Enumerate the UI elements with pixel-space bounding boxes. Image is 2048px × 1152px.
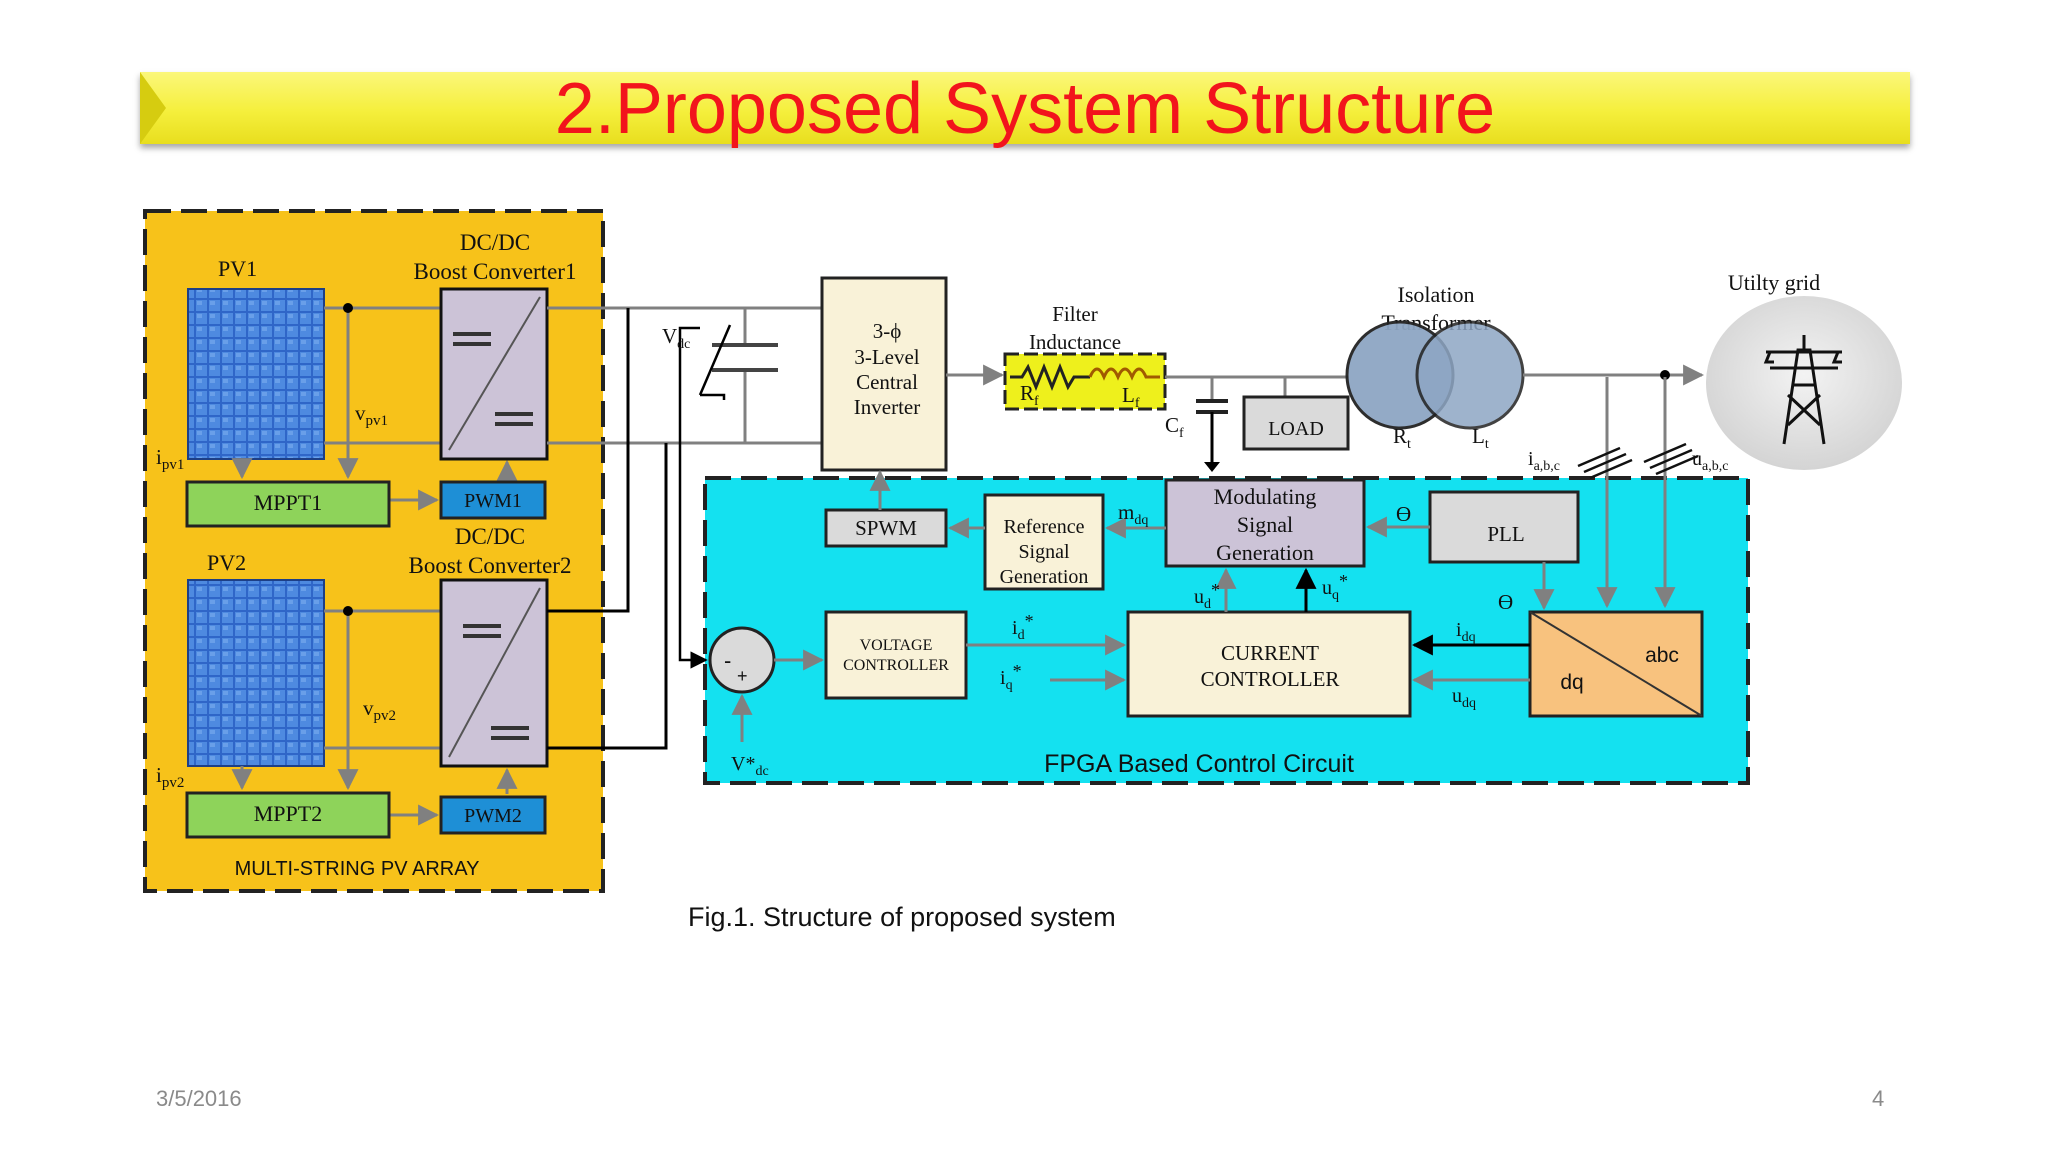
voltage-controller-line2: CONTROLLER [843,657,949,674]
current-controller-box [1126,610,1412,718]
title-band-arrow [140,72,166,144]
title-band: 2.Proposed System Structure [140,69,1910,149]
transformer-title-line1: Isolation [1398,282,1475,307]
reference-label-line2: Signal [1018,541,1070,563]
vpv1-label: vpv1 [355,401,388,429]
reference-signal-box [983,493,1105,591]
pv2-panel-icon [187,579,325,767]
slide-title: 2.Proposed System Structure [554,69,1496,149]
converter2-title-line1: DC/DC [455,524,525,549]
udq-label: udq [1452,685,1476,711]
transmission-tower-icon [1763,335,1842,445]
control-region-label: FPGA Based Control Circuit [1044,750,1354,778]
pwm1-box [439,480,547,520]
spwm-box [824,508,948,548]
converter1-box [439,287,549,461]
dc-link-capacitor-icon [712,343,778,372]
ud-star-label: ud* [1194,580,1220,612]
inverter-label-line2: 3-Level [854,345,919,369]
modulating-label-line2: Signal [1237,512,1293,537]
pwm2-box [439,795,547,835]
abc-label: abc [1645,644,1679,667]
filter-inductance-box [1003,352,1167,411]
abc-dq-transform-box [1528,610,1704,718]
iabc-label: ia,b,c [1528,448,1560,474]
iq-star-label: iq* [1000,661,1022,693]
lt-label: Lt [1472,424,1489,452]
vpv2-label: vpv2 [363,696,396,724]
mppt1-box [185,480,391,528]
uq-star-label: uq* [1322,571,1348,603]
footer-date: 3/5/2016 [156,1086,242,1111]
dq-label: dq [1560,671,1583,694]
ipv2-label: ipv2 [156,763,184,791]
grid-label: Utilty grid [1728,270,1820,295]
idq-label: idq [1456,619,1476,645]
resistor-icon [1010,362,1090,392]
pll-label: PLL [1487,522,1524,546]
inductor-icon [1088,367,1160,381]
theta-label-pll: ϴ [1396,502,1411,526]
pv2-label: PV2 [207,550,246,575]
figure-caption: Fig.1. Structure of proposed system [688,902,1116,932]
cf-label: Cf [1165,413,1184,441]
inverter-label-line3: Central [856,370,918,394]
vdc-label: Vdc [662,324,690,352]
modulating-label-line1: Modulating [1214,484,1317,509]
pll-box [1428,490,1580,564]
pwm1-label: PWM1 [464,490,522,512]
current-controller-line1: CURRENT [1221,641,1319,665]
spwm-label: SPWM [855,516,917,540]
ipv1-label: ipv1 [156,445,184,473]
load-box [1242,395,1350,451]
filter-capacitor-icon [1196,399,1228,414]
modulating-signal-box [1164,478,1366,568]
rt-label: Rt [1393,424,1411,452]
lf-label: Lf [1122,383,1140,411]
converter2-box [439,578,549,768]
pv1-label: PV1 [218,256,257,281]
converter1-title-line1: DC/DC [460,230,530,255]
rf-label: Rf [1020,381,1039,409]
inverter-label-line4: Inverter [854,395,920,419]
grid-circle [1706,296,1902,470]
mppt2-box [185,791,391,839]
reference-label-line1: Reference [1003,516,1084,538]
summing-plus: + [737,666,748,686]
summing-minus: - [724,648,731,673]
filter-title-line1: Filter [1052,302,1098,326]
reference-label-line3: Generation [1000,566,1089,588]
load-label: LOAD [1268,418,1324,440]
id-star-label: id* [1012,611,1034,643]
mppt1-label: MPPT1 [254,490,322,515]
modulating-label-line3: Generation [1216,540,1314,565]
uabc-label: ua,b,c [1692,448,1728,474]
theta-label-abc: ϴ [1498,590,1513,614]
footer-page-number: 4 [1872,1086,1885,1111]
current-controller-line2: CONTROLLER [1201,667,1340,691]
inverter-box [820,276,948,472]
voltage-controller-box [824,610,968,700]
converter2-title-line2: Boost Converter2 [409,553,572,578]
inverter-label-line1: 3-ϕ [873,319,902,343]
filter-title-line2: Inductance [1029,330,1121,354]
pv1-panel-icon [187,288,325,460]
mdq-label: mdq [1118,500,1148,528]
pwm2-label: PWM2 [464,805,522,827]
vdc-ref-label: V*dc [731,753,769,779]
transformer-secondary-coil-icon [1415,320,1525,430]
mppt2-label: MPPT2 [254,801,322,826]
pv-array-region-label: MULTI-STRING PV ARRAY [235,858,480,880]
converter1-title-line2: Boost Converter1 [414,259,577,284]
voltage-controller-line1: VOLTAGE [860,637,933,654]
